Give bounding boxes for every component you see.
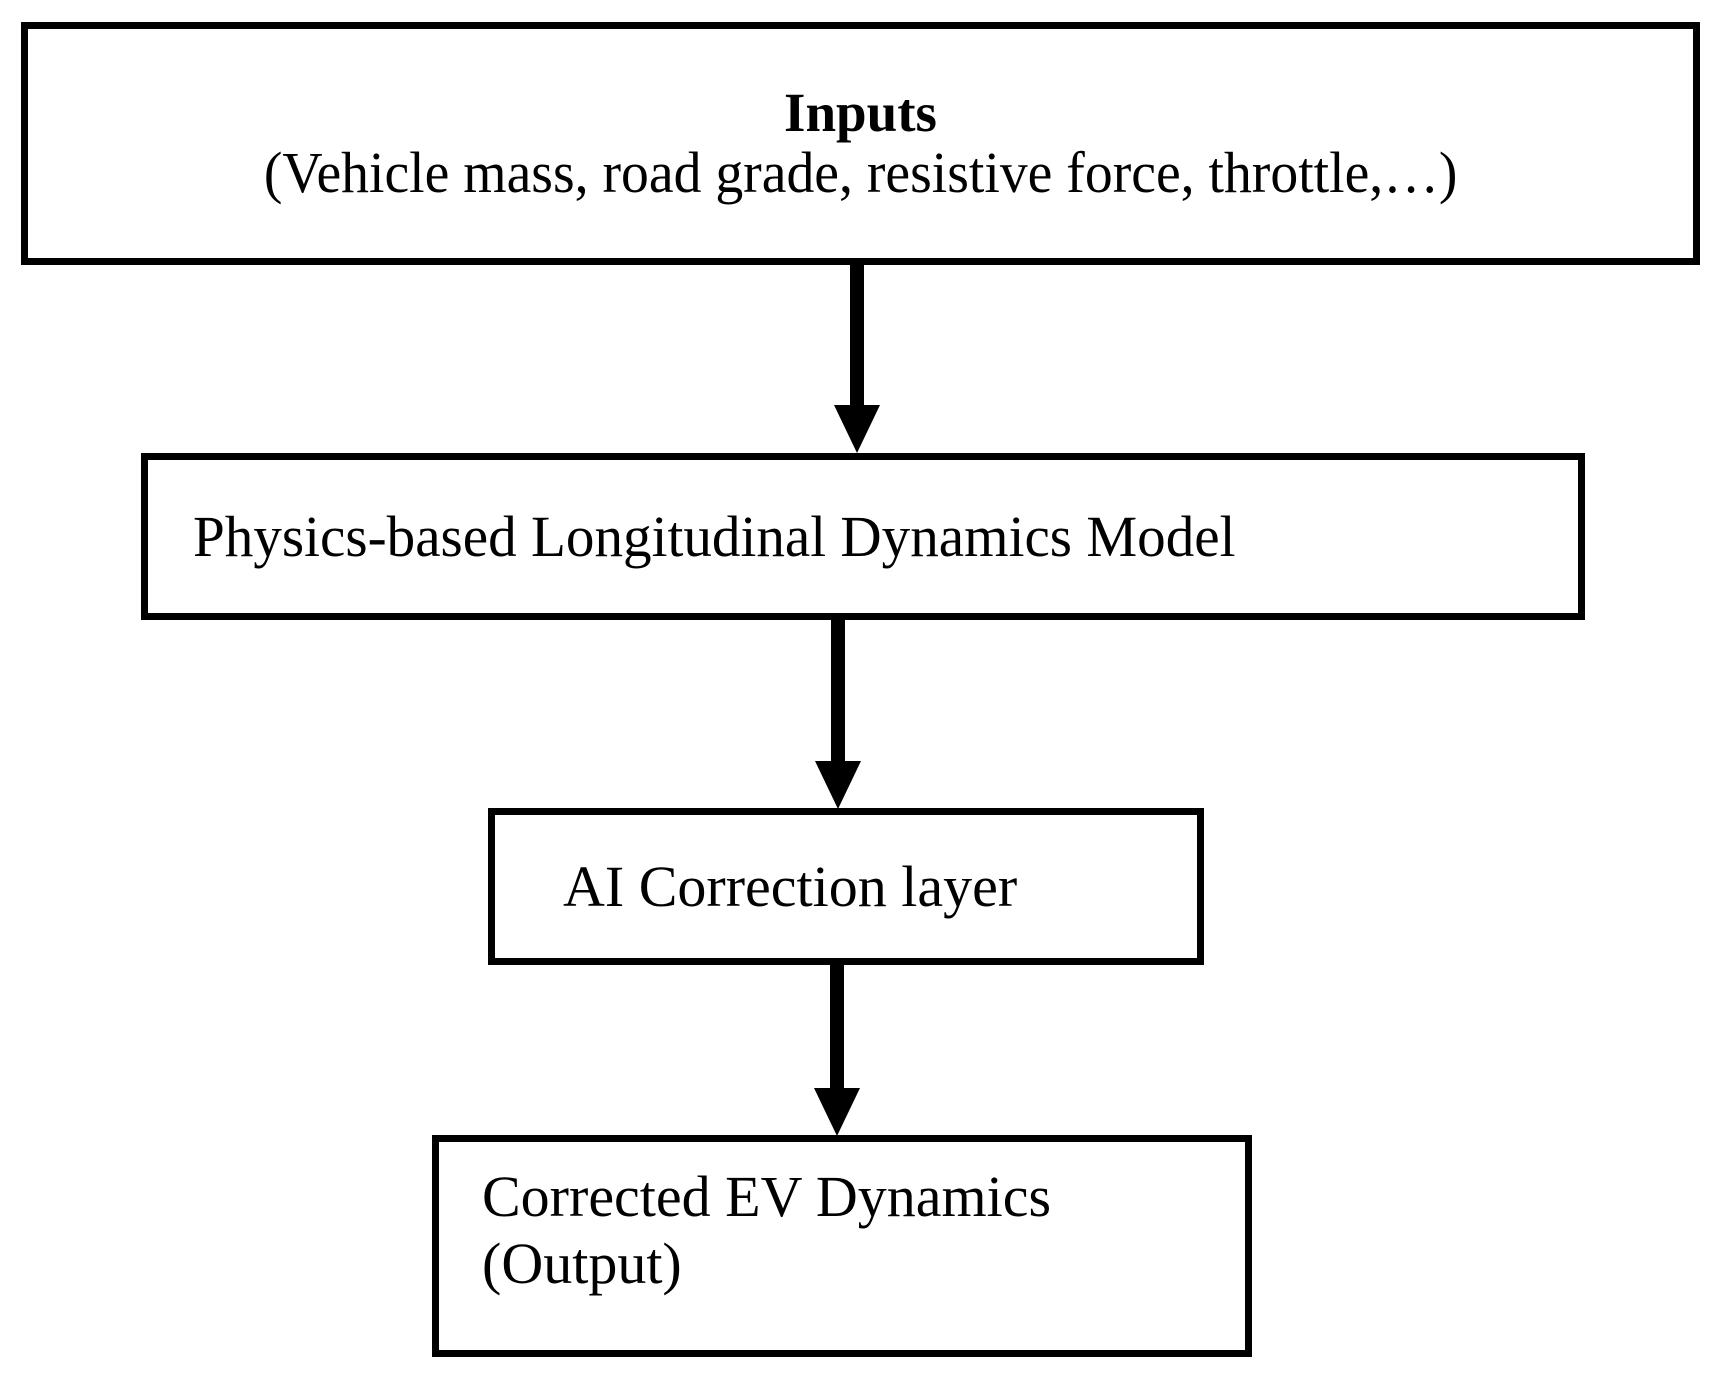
arrow-shaft bbox=[830, 965, 844, 1090]
node-physics-model-label: Physics-based Longitudinal Dynamics Mode… bbox=[193, 503, 1236, 569]
arrow-head-icon bbox=[834, 405, 880, 453]
arrow-head-icon bbox=[814, 1088, 860, 1136]
node-inputs[interactable]: Inputs (Vehicle mass, road grade, resist… bbox=[21, 22, 1700, 265]
arrow-head-icon bbox=[815, 761, 861, 809]
arrow-shaft bbox=[850, 265, 864, 407]
arrow-ai-to-output bbox=[814, 965, 860, 1136]
node-inputs-title: Inputs bbox=[784, 81, 937, 143]
node-ai-correction-layer-label: AI Correction layer bbox=[563, 853, 1018, 919]
arrow-shaft bbox=[831, 620, 845, 763]
node-inputs-detail: (Vehicle mass, road grade, resistive for… bbox=[263, 139, 1458, 205]
node-corrected-ev-dynamics-label-line2: (Output) bbox=[482, 1230, 682, 1296]
node-ai-correction-layer[interactable]: AI Correction layer bbox=[488, 808, 1204, 965]
arrow-inputs-to-physics bbox=[834, 265, 880, 453]
node-corrected-ev-dynamics[interactable]: Corrected EV Dynamics (Output) bbox=[432, 1135, 1252, 1357]
arrow-physics-to-ai bbox=[815, 620, 861, 809]
node-physics-model[interactable]: Physics-based Longitudinal Dynamics Mode… bbox=[141, 453, 1585, 620]
node-corrected-ev-dynamics-label-line1: Corrected EV Dynamics bbox=[482, 1164, 1052, 1229]
